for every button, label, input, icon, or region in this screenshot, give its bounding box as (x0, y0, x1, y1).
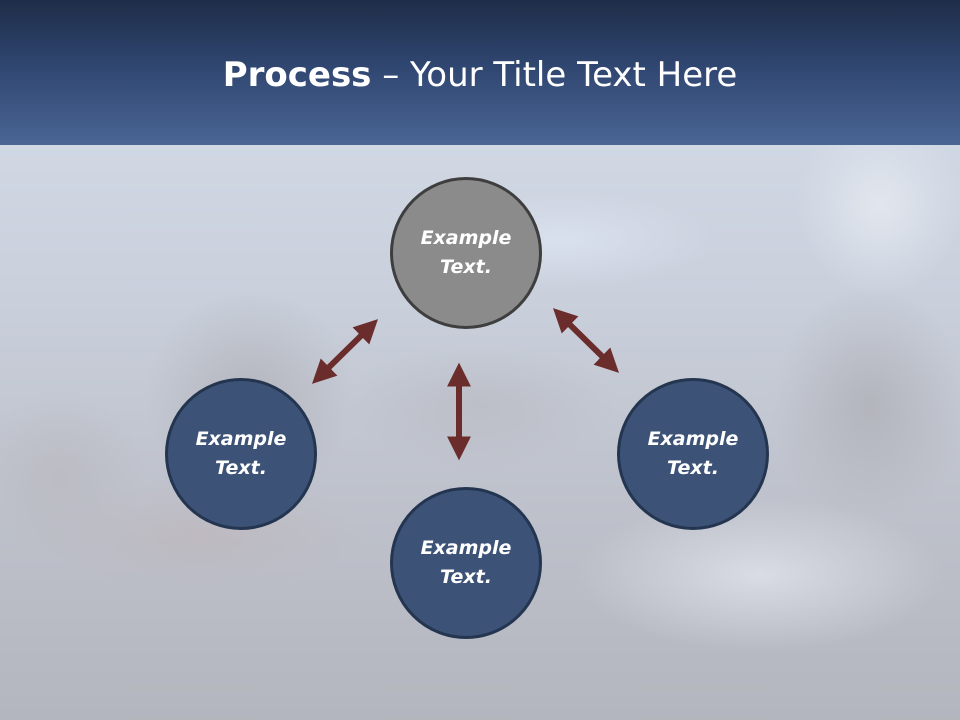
node-right-line2: Text. (667, 457, 719, 479)
title-bar (0, 0, 960, 145)
node-left-line1: Example (195, 428, 287, 450)
node-bottom-line2: Text. (440, 566, 492, 588)
node-left-line2: Text. (215, 457, 267, 479)
node-bottom-line1: Example (420, 537, 512, 559)
slide-title: Process – Your Title Text Here (0, 52, 960, 98)
arrow-top-right (553, 308, 619, 373)
node-top: Example Text. (390, 177, 542, 329)
node-bottom: Example Text. (390, 487, 542, 639)
node-right-line1: Example (647, 428, 739, 450)
node-top-line2: Text. (440, 256, 492, 278)
slide-title-rest: – Your Title Text Here (371, 55, 738, 95)
slide-title-bold: Process (222, 55, 372, 95)
node-top-line1: Example (420, 227, 512, 249)
node-left: Example Text. (165, 378, 317, 530)
arrow-top-left (312, 319, 378, 384)
node-right: Example Text. (617, 378, 769, 530)
